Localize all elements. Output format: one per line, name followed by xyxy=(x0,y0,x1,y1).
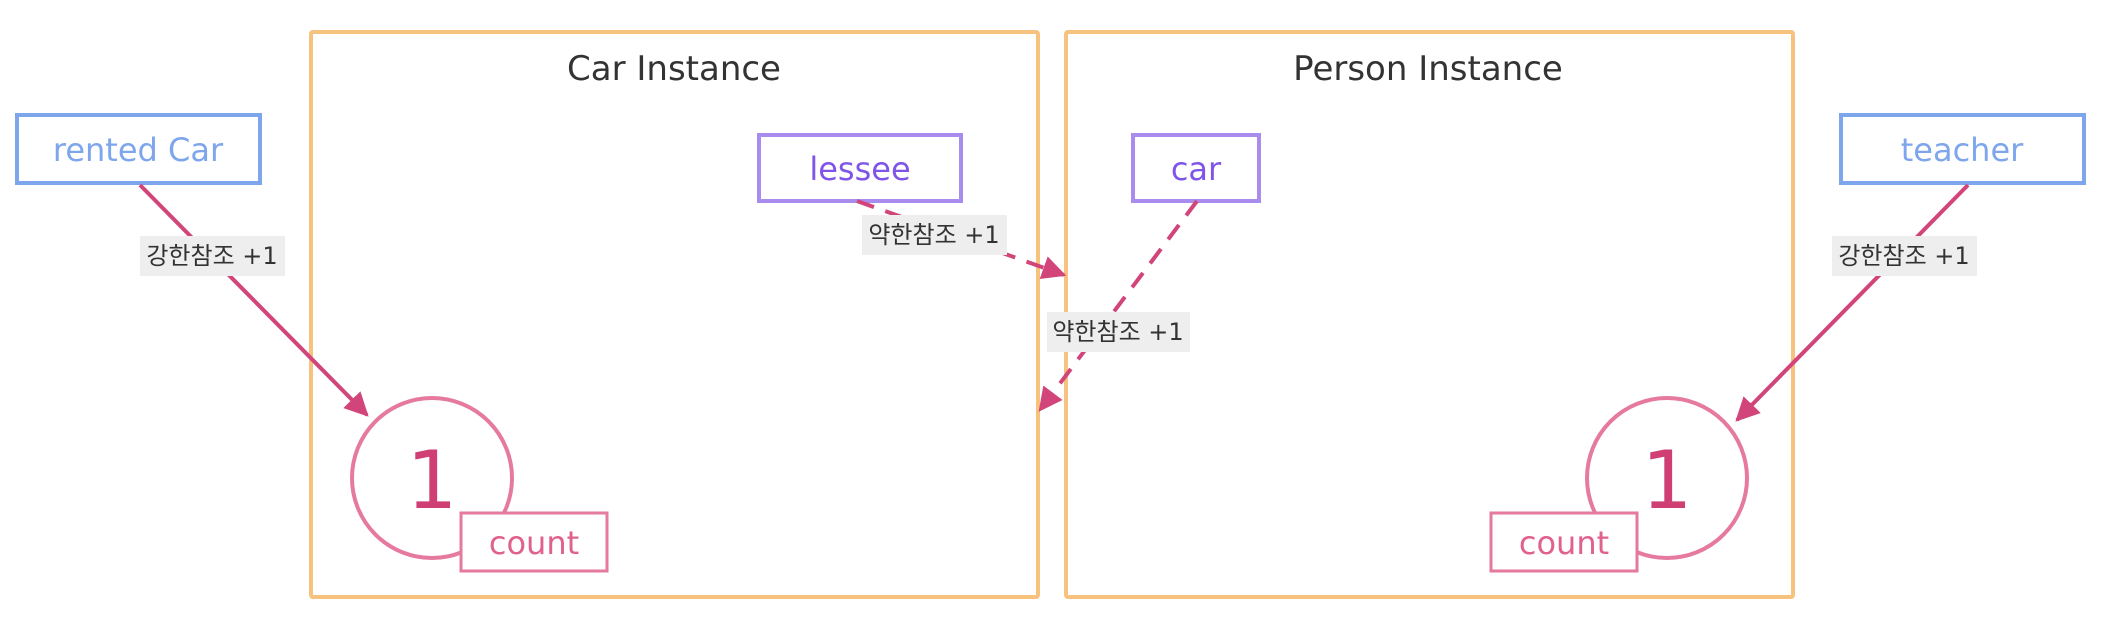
rented-car-variable: rented Car xyxy=(15,113,262,185)
svg-text:강한참조 +1: 강한참조 +1 xyxy=(1838,242,1969,270)
weak-reference-arrow-lessee xyxy=(856,199,1067,280)
person-count-value: 1 xyxy=(1642,434,1693,527)
person-count-label: count xyxy=(1519,524,1609,562)
car-count-label: count xyxy=(489,524,579,562)
person-instance-title: Person Instance xyxy=(1293,49,1563,89)
strong-reference-arrow-right xyxy=(1735,183,1970,422)
rented-car-label: rented Car xyxy=(53,131,224,169)
svg-text:약한참조 +1: 약한참조 +1 xyxy=(868,221,999,249)
lessee-label: lessee xyxy=(809,150,910,188)
teacher-label: teacher xyxy=(1901,131,2024,169)
car-count-value: 1 xyxy=(407,434,458,527)
car-instance: Car Instance xyxy=(309,30,1040,599)
weak-reference-label-car: 약한참조 +1 xyxy=(1047,312,1190,352)
svg-text:강한참조 +1: 강한참조 +1 xyxy=(146,242,277,270)
car-property: car xyxy=(1131,133,1261,203)
car-reference-count: 1 count xyxy=(350,396,609,573)
weak-reference-label-lessee: 약한참조 +1 xyxy=(862,215,1007,255)
strong-reference-label-right: 강한참조 +1 xyxy=(1832,236,1977,276)
strong-reference-label-left: 강한참조 +1 xyxy=(140,236,285,276)
car-label: car xyxy=(1171,150,1222,188)
teacher-variable: teacher xyxy=(1839,113,2086,185)
car-instance-title: Car Instance xyxy=(567,49,781,89)
lessee-property: lessee xyxy=(757,133,963,203)
weak-reference-arrow-car xyxy=(1038,199,1199,412)
person-reference-count: 1 count xyxy=(1489,396,1749,573)
strong-reference-arrow-left xyxy=(138,183,369,417)
svg-text:약한참조 +1: 약한참조 +1 xyxy=(1052,318,1183,346)
